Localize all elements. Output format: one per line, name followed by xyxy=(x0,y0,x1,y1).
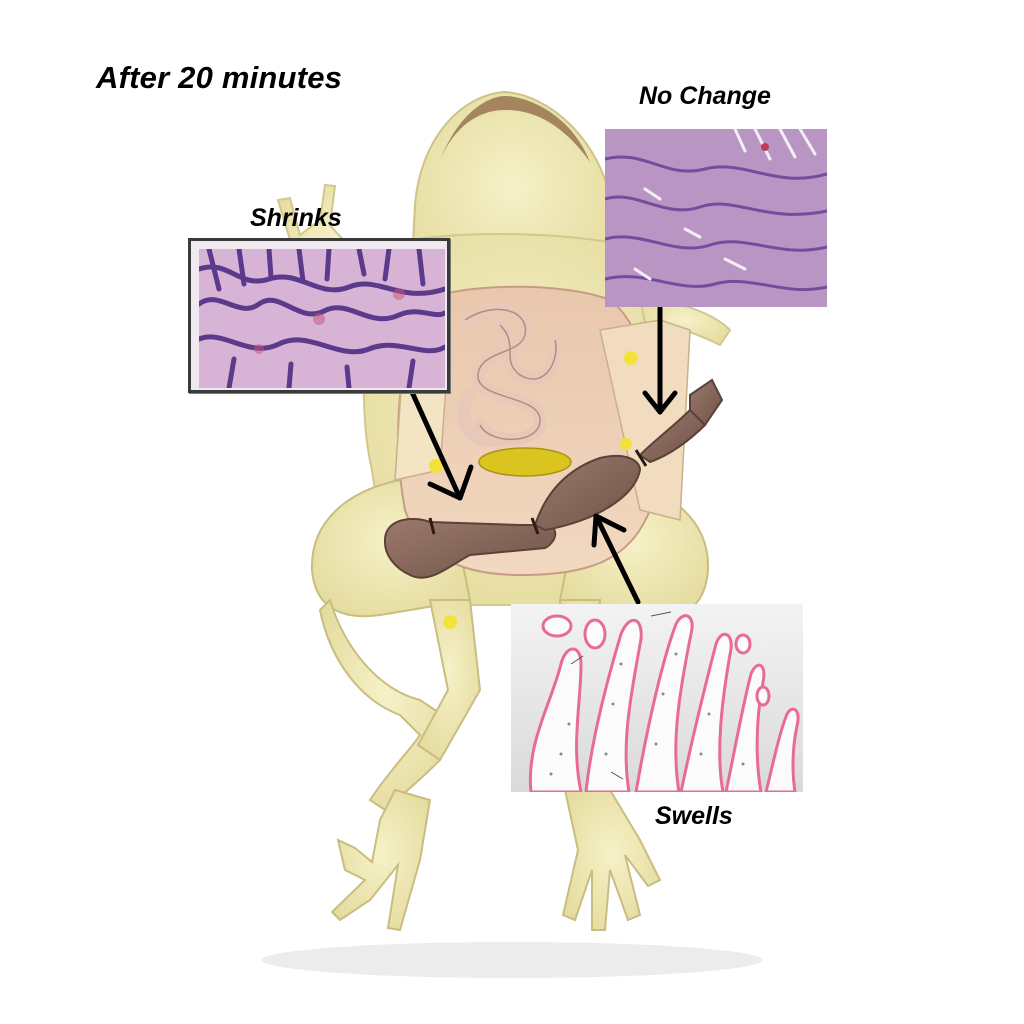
arrow-shrinks xyxy=(409,389,474,501)
swells-label: Swells xyxy=(655,802,733,830)
frog-left-leg xyxy=(318,598,452,812)
intestine-outline xyxy=(464,308,557,441)
arrow-swells xyxy=(591,513,641,605)
shrinks-histology-image xyxy=(188,238,450,393)
shrinks-label: Shrinks xyxy=(250,204,342,232)
yellow-pin-icon xyxy=(620,438,632,450)
arrow-no-change xyxy=(642,305,678,415)
swells-villi-diagram xyxy=(511,604,803,792)
ligated-intestine xyxy=(383,378,724,579)
frog-right-foot xyxy=(561,789,662,931)
fat-body xyxy=(478,447,572,477)
no-change-label: No Change xyxy=(639,82,771,110)
frog-left-foot xyxy=(330,788,432,932)
frog-mouth xyxy=(440,96,590,162)
no-change-histology-image xyxy=(605,129,827,307)
page-title: After 20 minutes xyxy=(96,60,343,95)
yellow-pin-icon xyxy=(443,615,457,629)
yellow-pin-icon xyxy=(429,459,443,473)
frog-left-shin xyxy=(416,599,482,762)
ground-shadow xyxy=(262,942,762,978)
yellow-pin-icon xyxy=(624,351,638,365)
